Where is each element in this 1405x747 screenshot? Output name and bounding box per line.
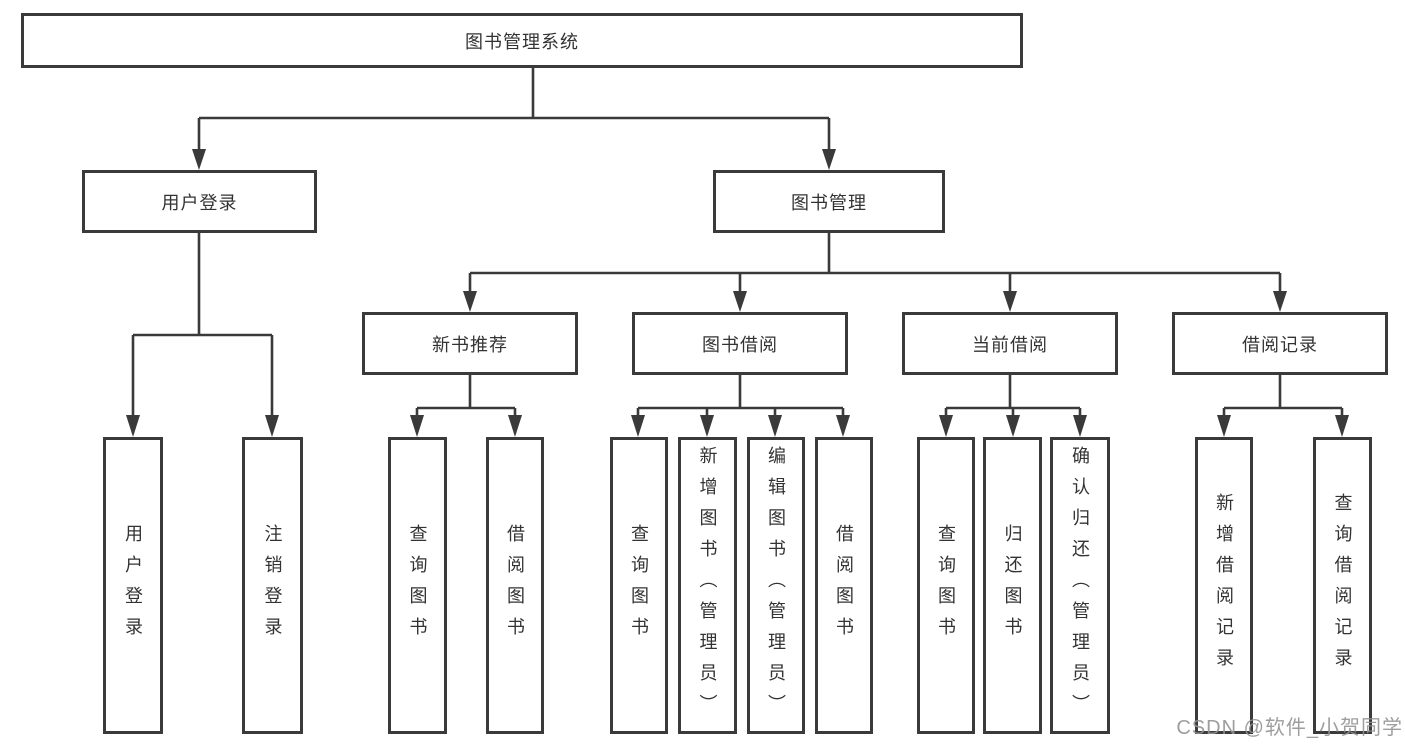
leaf-label: 归还图书 (1002, 523, 1023, 648)
node-root-system: 图书管理系统 (21, 13, 1023, 68)
leaf-query-books-borrow: 查询图书 (610, 437, 668, 734)
node-book-management: 图书管理 (713, 170, 945, 233)
leaf-label: 编辑图书（管理员） (766, 446, 786, 725)
leaf-label: 借阅图书 (834, 523, 854, 648)
node-current-borrow: 当前借阅 (902, 312, 1118, 375)
node-book-borrow: 图书借阅 (632, 312, 848, 375)
leaf-label: 注销登录 (262, 523, 283, 648)
leaf-query-borrow-record: 查询借阅记录 (1313, 437, 1372, 734)
node-user-login: 用户登录 (82, 170, 317, 233)
leaf-add-books-admin: 新增图书（管理员） (678, 437, 737, 734)
leaf-label: 新增借阅记录 (1214, 492, 1234, 679)
leaf-borrow-books: 借阅图书 (815, 437, 873, 734)
leaf-user-login: 用户登录 (103, 437, 163, 734)
leaf-edit-books-admin: 编辑图书（管理员） (747, 437, 805, 734)
leaf-label: 查询图书 (936, 523, 956, 648)
node-new-book-recommend: 新书推荐 (362, 312, 578, 375)
leaf-query-books-recommend: 查询图书 (388, 437, 447, 734)
leaf-label: 查询图书 (407, 523, 428, 648)
leaf-return-books: 归还图书 (983, 437, 1042, 734)
csdn-watermark: CSDN @软件_小贺同学 (1176, 717, 1403, 739)
leaf-label: 用户登录 (123, 523, 143, 648)
arrowheads (126, 149, 1349, 437)
leaf-label: 确认归还（管理员） (1070, 446, 1090, 725)
leaf-add-borrow-record: 新增借阅记录 (1195, 437, 1253, 734)
leaf-query-books-current: 查询图书 (917, 437, 975, 734)
leaf-label: 借阅图书 (505, 523, 525, 648)
leaf-logout: 注销登录 (242, 437, 303, 734)
node-borrow-records: 借阅记录 (1172, 312, 1388, 375)
leaf-label: 查询借阅记录 (1332, 492, 1353, 679)
leaf-label: 查询图书 (629, 523, 649, 648)
leaf-label: 新增图书（管理员） (697, 446, 718, 725)
leaf-confirm-return-admin: 确认归还（管理员） (1050, 437, 1110, 734)
leaf-borrow-books-recommend: 借阅图书 (486, 437, 544, 734)
